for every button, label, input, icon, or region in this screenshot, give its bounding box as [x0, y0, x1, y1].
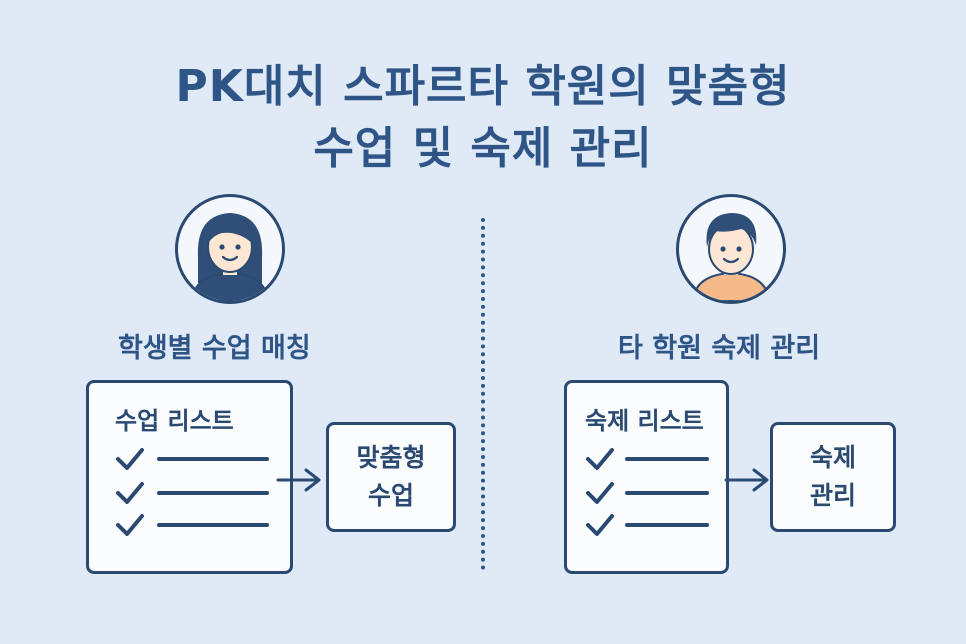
homework-list-card: 숙제 리스트	[564, 380, 729, 574]
checklist-row	[115, 445, 275, 475]
right-section-label: 타 학원 숙제 관리	[618, 333, 821, 364]
check-icon	[586, 514, 614, 536]
arrow-right-icon	[724, 468, 769, 492]
check-icon	[586, 482, 614, 504]
custom-lesson-line-1: 맞춤형	[356, 443, 426, 472]
lesson-list-title: 수업 리스트	[115, 407, 234, 435]
checklist-row	[585, 511, 715, 541]
check-icon	[116, 514, 144, 536]
left-section-label: 학생별 수업 매칭	[118, 333, 311, 364]
homework-management-line-2: 관리	[809, 481, 856, 510]
checklist-row	[115, 511, 275, 541]
arrow-right-icon	[276, 468, 321, 492]
checklist-row	[585, 445, 715, 475]
male-student-icon	[676, 194, 786, 304]
check-icon	[116, 448, 144, 470]
homework-list-title: 숙제 리스트	[585, 407, 704, 435]
homework-management-card: 숙제 관리	[770, 422, 896, 532]
main-title-line-2: 수업 및 숙제 관리	[313, 123, 653, 174]
main-title-line-1: PK대치 스파르타 학원의 맞춤형	[175, 61, 791, 112]
homework-management-line-1: 숙제	[809, 443, 856, 472]
custom-lesson-line-2: 수업	[367, 481, 414, 510]
check-icon	[586, 448, 614, 470]
lesson-list-card: 수업 리스트	[86, 380, 293, 574]
check-icon	[116, 482, 144, 504]
checklist-row	[115, 479, 275, 509]
custom-lesson-card: 맞춤형 수업	[326, 422, 456, 532]
checklist-row	[585, 479, 715, 509]
dotted-divider	[481, 218, 485, 570]
female-student-icon	[175, 194, 285, 304]
